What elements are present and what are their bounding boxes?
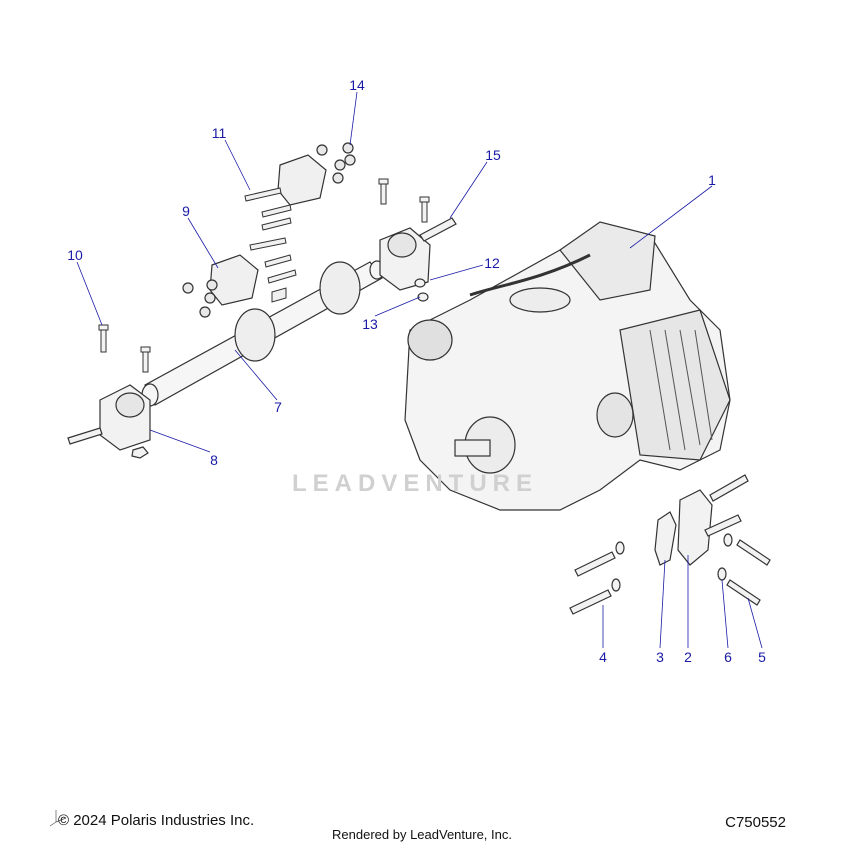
callout-2[interactable]: 2 bbox=[684, 649, 692, 665]
callout-14[interactable]: 14 bbox=[349, 77, 365, 93]
callout-10[interactable]: 10 bbox=[67, 247, 83, 263]
rear-mount bbox=[379, 217, 457, 302]
callout-13[interactable]: 13 bbox=[362, 316, 378, 332]
front-mount bbox=[67, 384, 151, 459]
watermark: LEADVENTURE bbox=[292, 470, 539, 497]
axis-icon bbox=[49, 810, 67, 827]
callout-8[interactable]: 8 bbox=[210, 452, 218, 468]
right-mount-hardware bbox=[569, 474, 771, 615]
callout-5[interactable]: 5 bbox=[758, 649, 766, 665]
engine-assembly bbox=[404, 221, 731, 511]
callout-3[interactable]: 3 bbox=[656, 649, 664, 665]
callout-15[interactable]: 15 bbox=[485, 147, 501, 163]
callout-6[interactable]: 6 bbox=[724, 649, 732, 665]
callout-12[interactable]: 12 bbox=[484, 255, 500, 271]
rendered-by-text: Rendered by LeadVenture, Inc. bbox=[332, 827, 512, 842]
shaft bbox=[141, 260, 385, 407]
callout-4[interactable]: 4 bbox=[599, 649, 607, 665]
callout-7[interactable]: 7 bbox=[274, 399, 282, 415]
leader-lines bbox=[76, 91, 763, 649]
callout-1[interactable]: 1 bbox=[708, 172, 716, 188]
copyright-text: © 2024 Polaris Industries Inc. bbox=[58, 812, 255, 829]
diagram-code: C750552 bbox=[725, 814, 786, 831]
bracket-set bbox=[182, 142, 356, 318]
callout-11[interactable]: 11 bbox=[211, 125, 227, 141]
callout-9[interactable]: 9 bbox=[182, 203, 190, 219]
loose-bolts bbox=[98, 178, 430, 373]
